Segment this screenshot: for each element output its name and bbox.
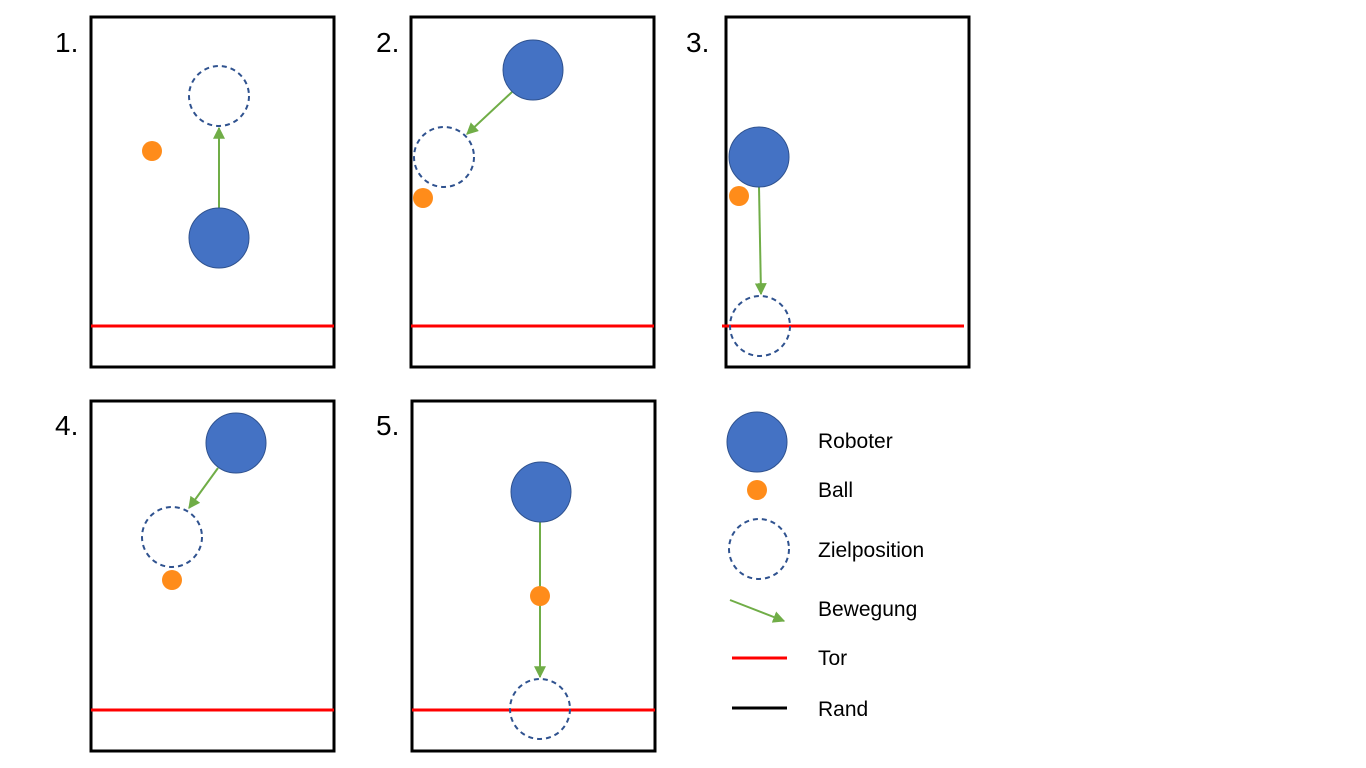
target-position	[729, 295, 791, 357]
robot-symbol	[726, 411, 788, 473]
target-position	[509, 678, 571, 740]
legend-label-movement: Bewegung	[818, 598, 917, 621]
movement-symbol	[729, 599, 786, 623]
target-position	[141, 506, 203, 568]
ball	[413, 188, 433, 208]
movement-arrow	[754, 186, 767, 296]
target-position	[188, 65, 250, 127]
robot	[502, 39, 564, 101]
legend-item-border: Rand	[732, 698, 868, 721]
legend-label-goal: Tor	[818, 647, 847, 670]
robot	[510, 461, 572, 523]
movement-arrow	[466, 91, 513, 135]
step-number: 4.	[55, 410, 78, 441]
field-border	[89, 399, 336, 753]
field-border	[410, 399, 657, 753]
target-symbol	[728, 518, 790, 580]
step-number: 5.	[376, 410, 399, 441]
panel-5: 5.	[376, 399, 657, 753]
robot	[205, 412, 267, 474]
step-number: 1.	[55, 27, 78, 58]
legend-item-target: Zielposition	[728, 518, 924, 580]
step-number: 3.	[686, 27, 709, 58]
movement-arrow	[188, 467, 219, 509]
field-border	[409, 15, 656, 369]
step-number: 2.	[376, 27, 399, 58]
ball	[729, 186, 749, 206]
legend-label-robot: Roboter	[818, 430, 893, 453]
panel-4: 4.	[55, 399, 336, 753]
ball-symbol	[747, 480, 767, 500]
ball	[530, 586, 550, 606]
legend-label-target: Zielposition	[818, 539, 924, 562]
panel-3: 3.	[686, 15, 971, 369]
field-border	[89, 15, 336, 369]
field-border	[724, 15, 971, 369]
legend: Roboter Ball Zielposition Bewegung Tor R…	[726, 411, 924, 721]
ball	[142, 141, 162, 161]
legend-label-ball: Ball	[818, 479, 853, 502]
panel-2: 2.	[376, 15, 656, 369]
robot	[728, 126, 790, 188]
legend-item-ball: Ball	[747, 479, 853, 502]
legend-item-goal: Tor	[732, 647, 847, 670]
legend-item-robot: Roboter	[726, 411, 893, 473]
panel-1: 1.	[55, 15, 336, 369]
robot	[188, 207, 250, 269]
legend-label-border: Rand	[818, 698, 868, 721]
ball	[162, 570, 182, 590]
target-position	[413, 126, 475, 188]
legend-item-movement: Bewegung	[729, 598, 917, 623]
